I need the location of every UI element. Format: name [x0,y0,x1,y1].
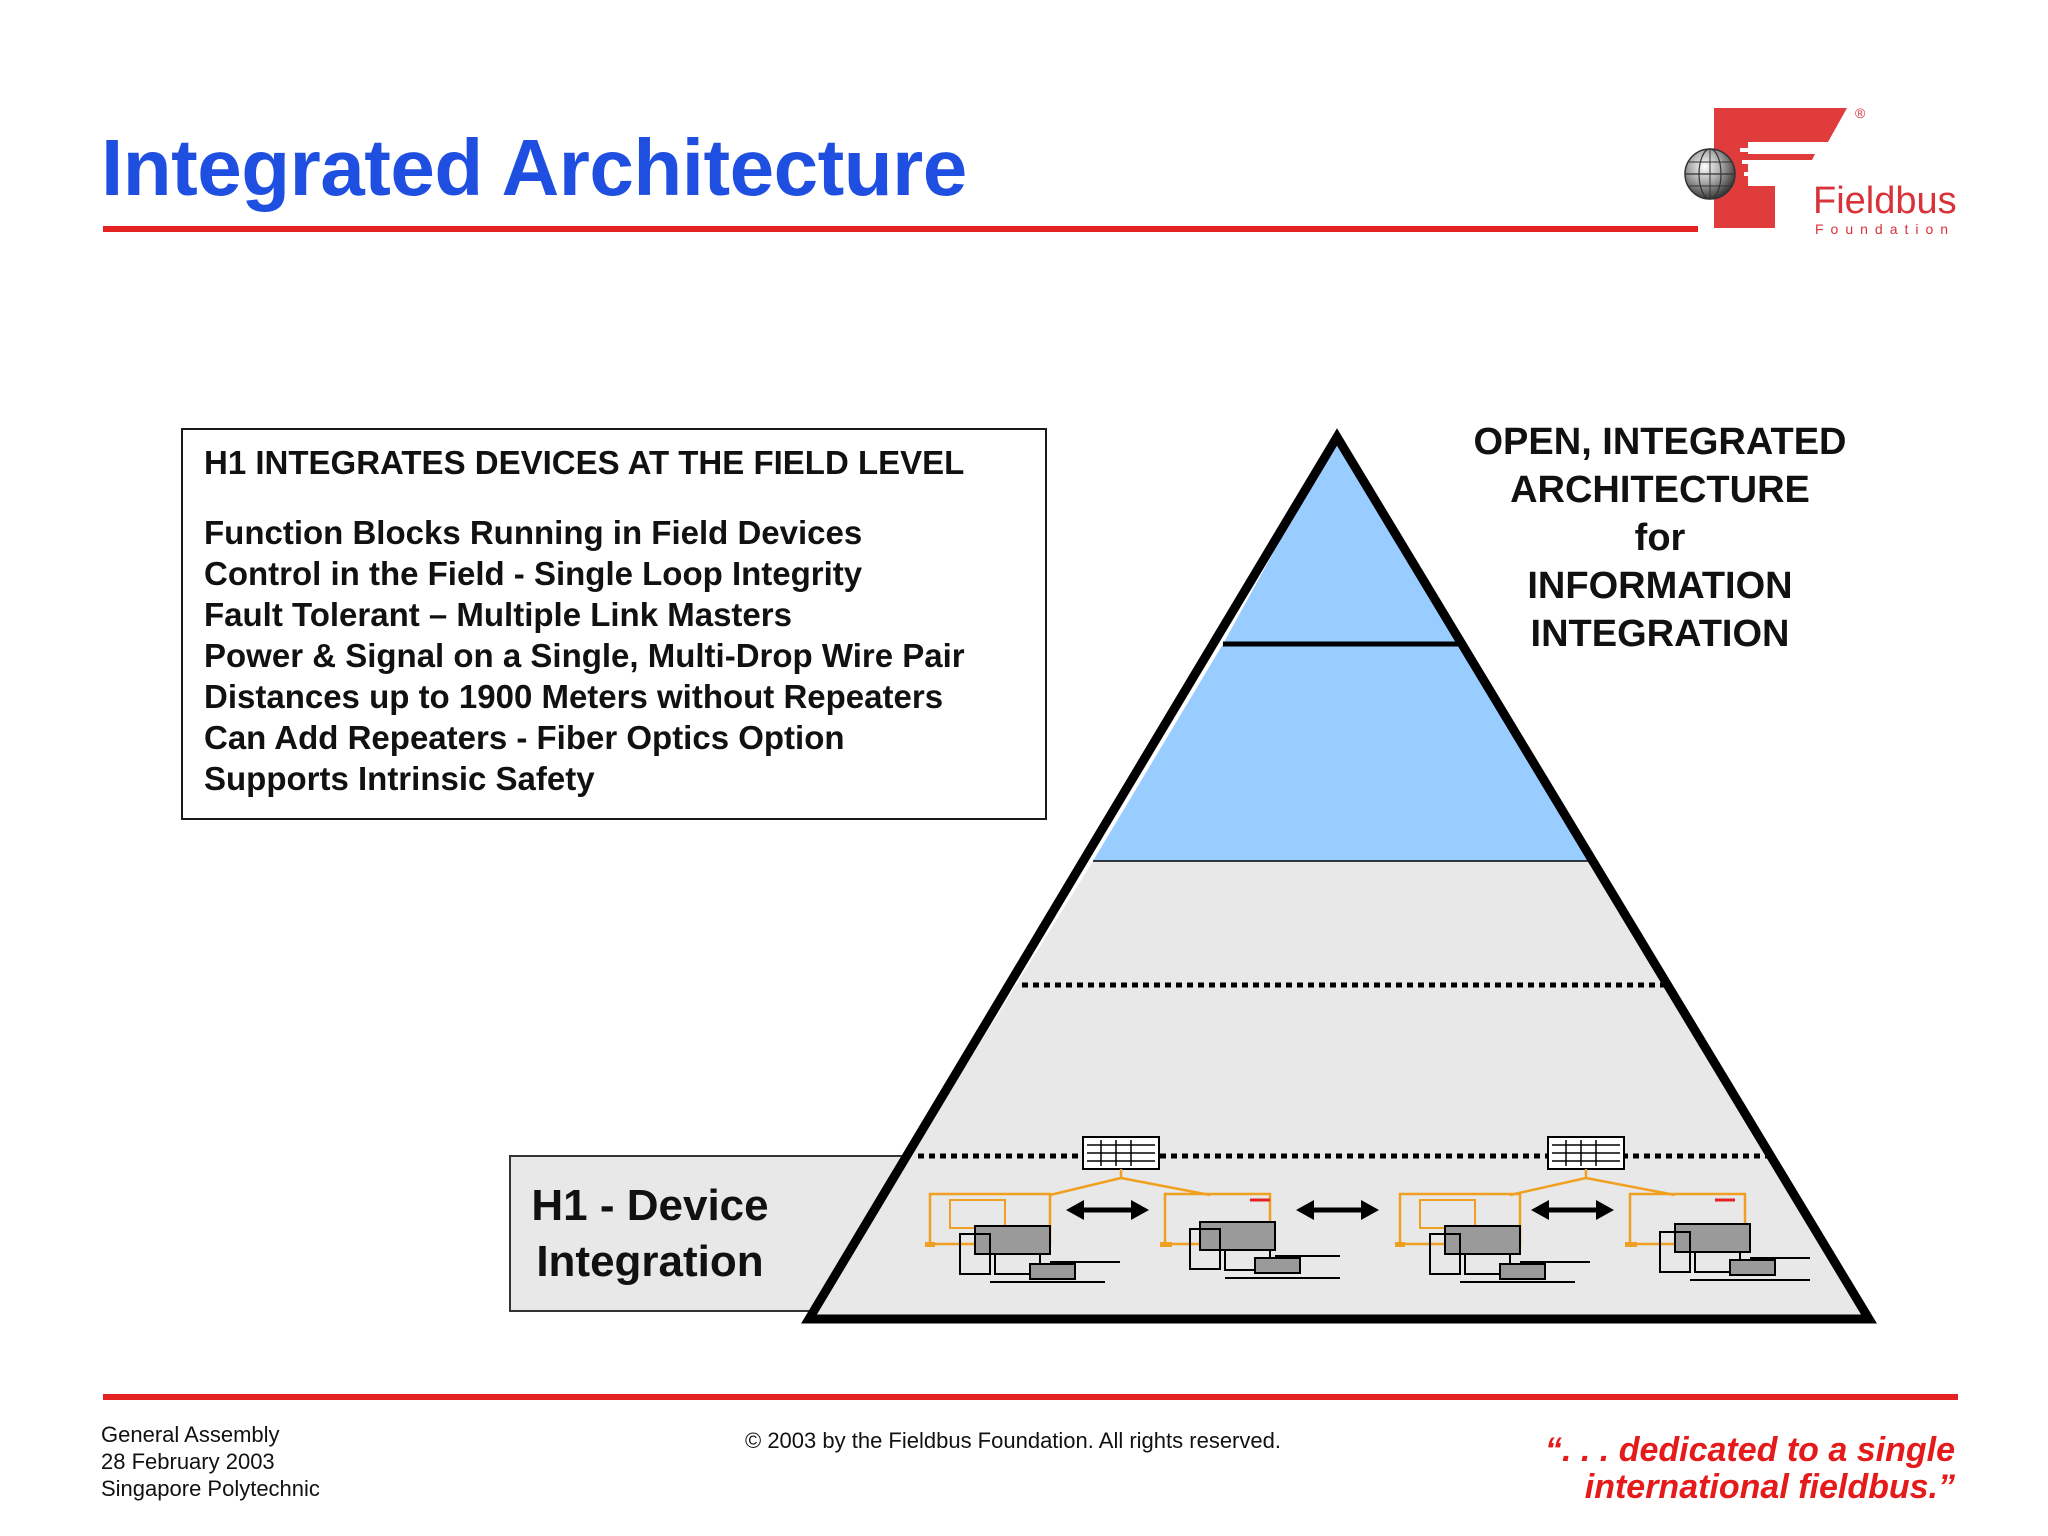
bidirectional-arrow-icon [1066,1200,1149,1220]
caption-line: OPEN, INTEGRATED [1473,421,1847,463]
footer-line: 28 February 2003 [101,1449,275,1474]
info-heading: H1 INTEGRATES DEVICES AT THE FIELD LEVEL [204,444,965,481]
linking-device-icon [1547,1136,1625,1170]
linking-device-icon [1082,1136,1160,1170]
feature-item: Function Blocks Running in Field Devices [204,514,863,552]
field-device-cluster-icon [1625,1192,1810,1281]
feature-item: Can Add Repeaters - Fiber Optics Option [204,719,845,757]
footer-event-info: General Assembly 28 February 2003 Singap… [101,1421,320,1502]
footer-line: Singapore Polytechnic [101,1476,320,1501]
feature-item: Control in the Field - Single Loop Integ… [204,555,863,593]
h1-label-line: H1 - Device [531,1181,769,1230]
logo-subtitle: Foundation [1815,221,1956,237]
footer-divider [103,1394,1958,1400]
field-device-cluster-icon [925,1192,1120,1283]
bidirectional-arrow-icon [1531,1200,1614,1220]
bidirectional-arrow-icon [1296,1200,1379,1220]
h1-wiring [1049,1169,1676,1197]
feature-item: Supports Intrinsic Safety [204,760,595,798]
pyramid-tier-top [1223,437,1460,644]
footer-line: General Assembly [101,1422,280,1447]
h1-label-line: Integration [536,1237,764,1286]
info-box: H1 INTEGRATES DEVICES AT THE FIELD LEVEL… [181,428,1047,820]
field-device-cluster-icon [1160,1192,1340,1279]
pyramid-tier-second [1093,644,1590,861]
h1-device-integration-label: H1 - Device Integration [520,1178,780,1290]
caption-line: INTEGRATION [1530,613,1790,655]
field-device-cluster-icon [1395,1192,1590,1283]
feature-item: Power & Signal on a Single, Multi-Drop W… [204,637,965,675]
copyright-notice: © 2003 by the Fieldbus Foundation. All r… [745,1428,1281,1453]
architecture-caption: OPEN, INTEGRATED ARCHITECTURE for INFORM… [1440,418,1880,658]
caption-line: ARCHITECTURE [1510,469,1810,511]
feature-list: Function Blocks Running in Field Devices… [204,512,1045,799]
logo-name: Fieldbus [1813,180,1957,222]
slogan-line: international fieldbus.” [1584,1468,1955,1506]
slide-title: Integrated Architecture [101,123,967,212]
fieldbus-logo-icon [1684,108,1847,228]
slogan-quote: “. . . dedicated to a single internation… [1500,1432,1955,1506]
slogan-line: “. . . dedicated to a single [1545,1431,1955,1469]
pyramid-outline [801,428,1877,1324]
title-divider [103,226,1698,232]
registered-mark: ® [1855,105,1866,121]
feature-item: Distances up to 1900 Meters without Repe… [204,678,944,716]
feature-item: Fault Tolerant – Multiple Link Masters [204,596,792,634]
caption-line: INFORMATION [1527,565,1793,607]
caption-line: for [1634,517,1686,559]
